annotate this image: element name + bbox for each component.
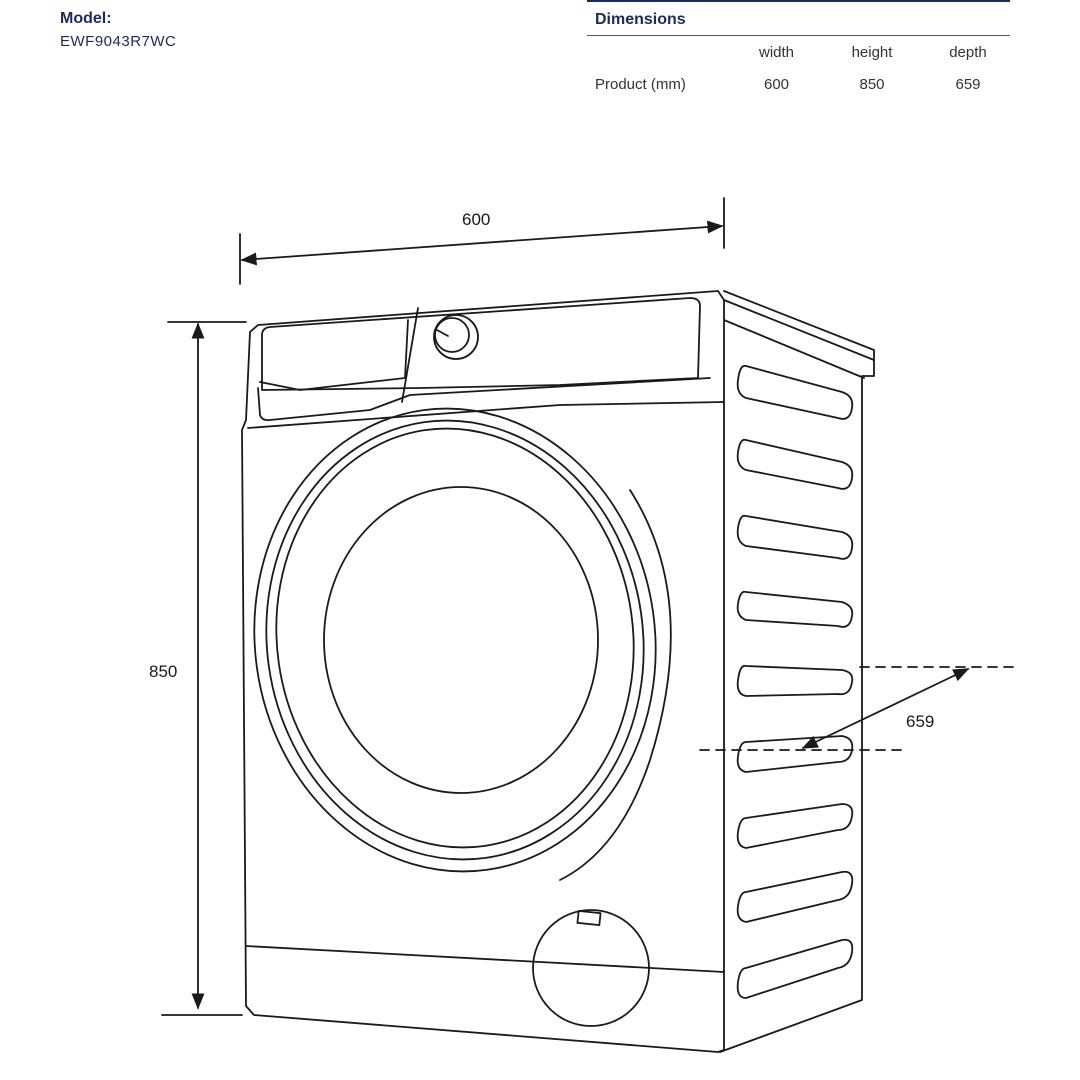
model-number: EWF9043R7WC (60, 33, 177, 50)
model-label: Model: (60, 10, 112, 27)
dimensions-table: width height depth Product (mm) 600 850 … (587, 36, 1010, 100)
door-frame (559, 489, 672, 881)
value-width: 600 (763, 75, 790, 93)
dimensions-header-row: width height depth (587, 36, 1010, 68)
header-width: width (758, 43, 795, 61)
side-vent (736, 664, 854, 697)
header-height: height (851, 43, 893, 61)
detergent-drawer (259, 319, 409, 391)
top-panel-edge (723, 319, 865, 379)
width-arrow (240, 220, 724, 266)
dimensions-top-rule (587, 0, 1010, 2)
door-outer-ring (253, 407, 657, 873)
machine-side-outline (719, 290, 875, 1053)
program-dial-indicator (436, 329, 449, 337)
height-dimension-label: 850 (149, 662, 177, 681)
side-vent (736, 514, 854, 560)
program-dial-icon (433, 314, 479, 360)
side-vents (736, 364, 854, 999)
panel-divider (401, 307, 419, 403)
dimensions-table-block: Dimensions width height depth Product (m… (587, 0, 1010, 100)
width-dimension-label: 600 (462, 210, 490, 229)
door-glass (323, 486, 599, 794)
side-vent (736, 438, 854, 490)
value-depth: 659 (955, 75, 981, 93)
filter-cover (532, 909, 650, 1027)
dimensions-rule (587, 35, 1010, 36)
header-depth: depth (949, 43, 987, 61)
machine-front-outline (241, 290, 725, 1053)
value-height: 850 (859, 75, 885, 93)
side-vent (736, 590, 854, 628)
depth-arrow (801, 668, 970, 749)
side-vent (736, 364, 854, 420)
side-vent (736, 735, 854, 773)
side-vent (736, 803, 854, 849)
kickplate-line (245, 945, 725, 973)
control-panel (261, 297, 701, 391)
door-ring (265, 419, 645, 861)
control-panel-bottom-line (247, 401, 725, 429)
filter-tab (576, 909, 602, 927)
depth-dimension-label: 659 (906, 712, 934, 731)
row-label-product: Product (mm) (595, 75, 686, 93)
door-ring-inner (275, 427, 635, 849)
program-dial-inner (434, 317, 470, 353)
side-vent (736, 938, 854, 999)
top-panel-front-edge (723, 299, 875, 361)
dimensions-title: Dimensions (595, 11, 686, 28)
control-panel-lower-edge (257, 377, 711, 422)
table-row: Product (mm) 600 850 659 (587, 68, 1010, 100)
side-vent (736, 870, 854, 923)
